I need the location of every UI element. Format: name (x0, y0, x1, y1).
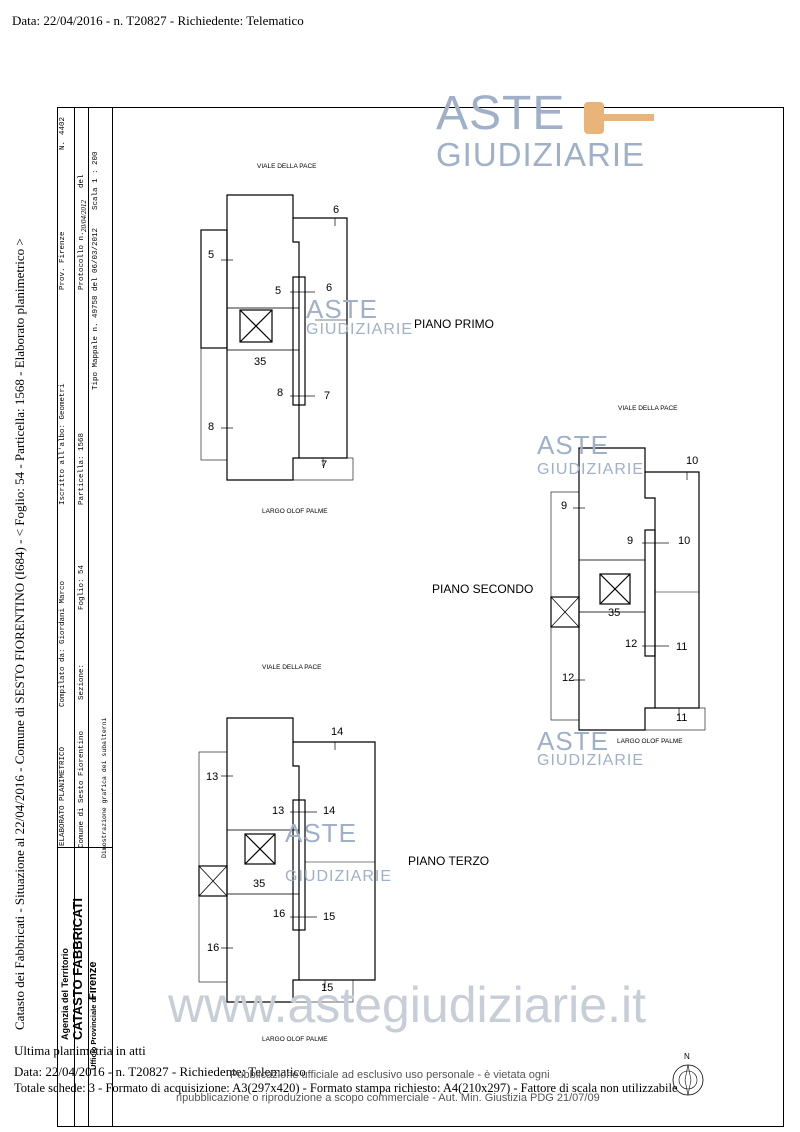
primo-label: 5 (275, 285, 282, 297)
secondo-title: PIANO SECONDO (432, 582, 534, 596)
watermark-giudiziarie-small: GIUDIZIARIE (285, 868, 393, 885)
watermark-aste: ASTE (436, 87, 566, 140)
secondo-label: 11 (676, 712, 688, 724)
footer-data-line: Data: 22/04/2016 - n. T20827 - Richieden… (14, 1064, 306, 1079)
watermark-giudiziarie-small: GIUDIZIARIE (537, 752, 645, 769)
secondo-street-bottom: LARGO OLOF PALME (617, 738, 683, 745)
terzo-street-bottom: LARGO OLOF PALME (262, 1036, 328, 1043)
terzo-label: 16 (207, 942, 220, 954)
foglio-label: Foglio: 54 (78, 564, 86, 610)
terzo-street-top: VIALE DELLA PACE (262, 664, 322, 671)
city-label: Firenze (87, 961, 99, 1000)
primo-label: 6 (333, 204, 340, 216)
n-label: N. (59, 140, 67, 150)
terzo-label: 15 (323, 911, 336, 923)
protocollo-date: 20/04/2012 (80, 200, 88, 232)
terzo-label: 16 (273, 908, 286, 920)
pubblicazione-line-1: Pubblicazione ufficiale ad esclusivo uso… (230, 1069, 550, 1081)
terzo-label: 13 (272, 805, 285, 817)
primo-label: 35 (254, 356, 267, 368)
plan-terzo (198, 717, 376, 1003)
watermark-aste-small: ASTE (306, 294, 378, 324)
secondo-label: 9 (627, 535, 634, 547)
plan-secondo (550, 447, 706, 731)
terzo-title: PIANO TERZO (408, 854, 490, 868)
secondo-label: 12 (562, 672, 575, 684)
watermark-aste-small: ASTE (285, 818, 357, 848)
secondo-label: 9 (561, 500, 568, 512)
gavel-icon (584, 102, 654, 134)
north-label: N (684, 1052, 690, 1061)
terzo-label: 14 (331, 726, 344, 738)
watermark-giudiziarie: GIUDIZIARIE (436, 136, 646, 173)
watermark-url: www.astegiudiziarie.it (168, 977, 646, 1033)
title-block (57, 107, 113, 1127)
header-line: Data: 22/04/2016 - n. T20827 - Richieden… (12, 13, 304, 28)
secondo-street-top: VIALE DELLA PACE (618, 405, 678, 412)
del-label: del (78, 174, 86, 188)
secondo-label: 11 (676, 641, 688, 653)
drawing-sheet (57, 107, 784, 1127)
primo-street-bottom: LARGO OLOF PALME (262, 508, 328, 515)
watermark-aste-small: ASTE (537, 430, 609, 460)
prov-label: Prov. Firenze (59, 231, 67, 290)
primo-title: PIANO PRIMO (414, 317, 495, 331)
tipo-mappale: Tipo Mappale n. 49758 del 06/03/2012 (92, 227, 100, 390)
plan-primo (200, 194, 354, 481)
north-arrow-icon (672, 1064, 704, 1096)
primo-label: 8 (208, 421, 215, 433)
terzo-label: 15 (321, 982, 334, 994)
pubblicazione-line-2: ripubblicazione o riproduzione a scopo c… (176, 1092, 600, 1104)
primo-label: 5 (208, 249, 215, 261)
terzo-label: 13 (206, 771, 219, 783)
terzo-label: 35 (253, 878, 266, 890)
compilato-label: Compilato da: Giordani Marco (59, 580, 67, 707)
catasto-label: CATASTO FABBRICATI (70, 897, 85, 1040)
secondo-label: 10 (678, 535, 691, 547)
primo-label: 6 (326, 282, 333, 294)
watermark-giudiziarie-small: GIUDIZIARIE (537, 461, 645, 478)
side-caption: Catasto dei Fabbricati - Situazione al 2… (12, 238, 27, 1030)
iscritto-label: Iscritto all'albo: Geometri (59, 383, 67, 505)
secondo-label: 35 (608, 607, 621, 619)
ultima-planimetria: Ultima planimetria in atti (14, 1043, 146, 1058)
secondo-label: 10 (686, 455, 699, 467)
primo-label: 7 (324, 390, 331, 402)
dimostrazione-label: Dimostrazione grafica dei subalterni (101, 717, 108, 858)
protocollo-label: Protocollo n. (78, 231, 86, 290)
comune-label: Comune di Sesto Fiorentino (78, 730, 86, 848)
primo-street-top: VIALE DELLA PACE (257, 163, 317, 170)
primo-label: 7 (321, 459, 328, 471)
watermark-aste-small: ASTE (537, 726, 609, 756)
n-value: 4402 (59, 116, 67, 135)
footer-totale-line: Totale schede: 3 - Formato di acquisizio… (14, 1081, 678, 1095)
primo-label: 8 (277, 387, 284, 399)
particella-label: Particella: 1568 (78, 432, 86, 505)
secondo-label: 12 (625, 638, 638, 650)
terzo-label: 14 (323, 805, 336, 817)
sezione-label: Sezione: (78, 663, 86, 700)
agency-label: Agenzia del Territorio (60, 948, 70, 1040)
scala-label: Scala 1 : 200 (92, 151, 100, 210)
elaborato-label: ELABORATO PLANIMETRICO (59, 746, 67, 846)
watermark-giudiziarie-small: GIUDIZIARIE (306, 321, 414, 338)
